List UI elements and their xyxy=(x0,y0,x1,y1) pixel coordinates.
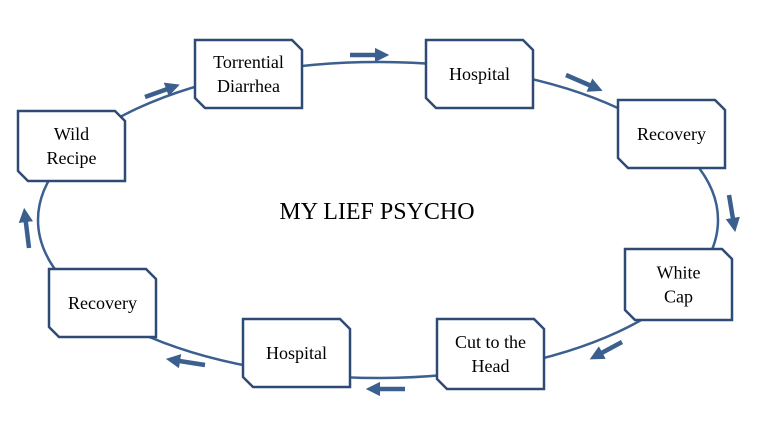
node-box xyxy=(623,247,734,322)
node-recovery-right: Recovery xyxy=(616,98,727,170)
node-label: Head xyxy=(472,356,510,376)
arrow-wild-recipe-to-torrential-diarrhea xyxy=(144,82,180,100)
node-box xyxy=(241,317,352,389)
node-box xyxy=(16,109,127,183)
node-label: Torrential xyxy=(213,52,284,72)
node-label: Hospital xyxy=(266,343,327,363)
direction-arrows xyxy=(18,47,740,397)
arrow-hospital-top-to-recovery-right xyxy=(565,72,603,92)
node-label: Cap xyxy=(664,287,693,307)
node-label: Diarrhea xyxy=(217,76,280,96)
diagram-title: MY LIEF PSYCHO xyxy=(279,199,474,225)
node-label: White xyxy=(657,263,701,283)
arrow-recovery-left-to-wild-recipe xyxy=(18,207,34,249)
node-label: Wild xyxy=(54,124,89,144)
node-box xyxy=(435,317,546,391)
node-box xyxy=(193,38,304,110)
node-label: Recovery xyxy=(637,124,706,144)
node-box xyxy=(424,38,535,110)
process-nodes: TorrentialDiarrheaHospitalRecoveryWhiteC… xyxy=(16,38,734,391)
node-label: Recovery xyxy=(68,293,137,313)
node-recovery-left: Recovery xyxy=(47,267,158,339)
arrow-white-cap-to-cut-to-the-head xyxy=(589,340,624,360)
arrow-recovery-right-to-white-cap xyxy=(725,194,740,233)
node-label: Hospital xyxy=(449,64,510,84)
node-hospital-bottom: Hospital xyxy=(241,317,352,389)
arrow-hospital-bottom-to-recovery-left xyxy=(165,353,206,369)
node-box xyxy=(47,267,158,339)
node-label: Recipe xyxy=(47,148,97,168)
node-hospital-top: Hospital xyxy=(424,38,535,110)
node-label: Cut to the xyxy=(455,332,526,352)
node-box xyxy=(616,98,727,170)
